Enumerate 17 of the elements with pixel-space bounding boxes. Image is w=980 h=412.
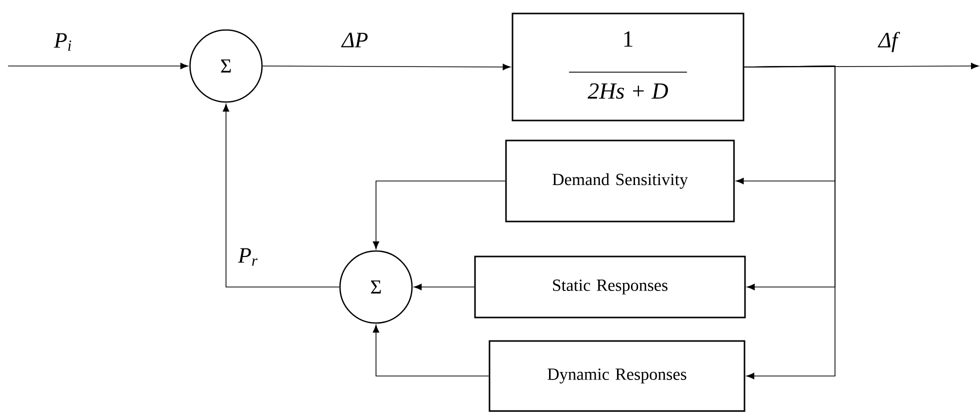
arrow [222,104,340,288]
edge-label: ΔP [340,32,370,48]
block-box: Dynamic Responses [488,340,746,412]
arrow [8,62,188,70]
edge-label: Δf [877,30,900,54]
arrow [372,180,506,250]
summing-junction: Σ [189,29,263,103]
block-box: Demand Sensitivity [505,140,735,222]
arrow [372,324,490,376]
summing-junction: Σ [339,250,413,324]
block-box: Static Responses [474,256,746,318]
edge-label: P$_{i}$ [52,32,74,52]
arrow [414,284,475,290]
transfer-function-box: 1 2Hs + D [512,12,744,122]
edge-label: P$_{r}$ [237,247,259,267]
arrow [262,64,511,70]
arrow [744,66,836,380]
